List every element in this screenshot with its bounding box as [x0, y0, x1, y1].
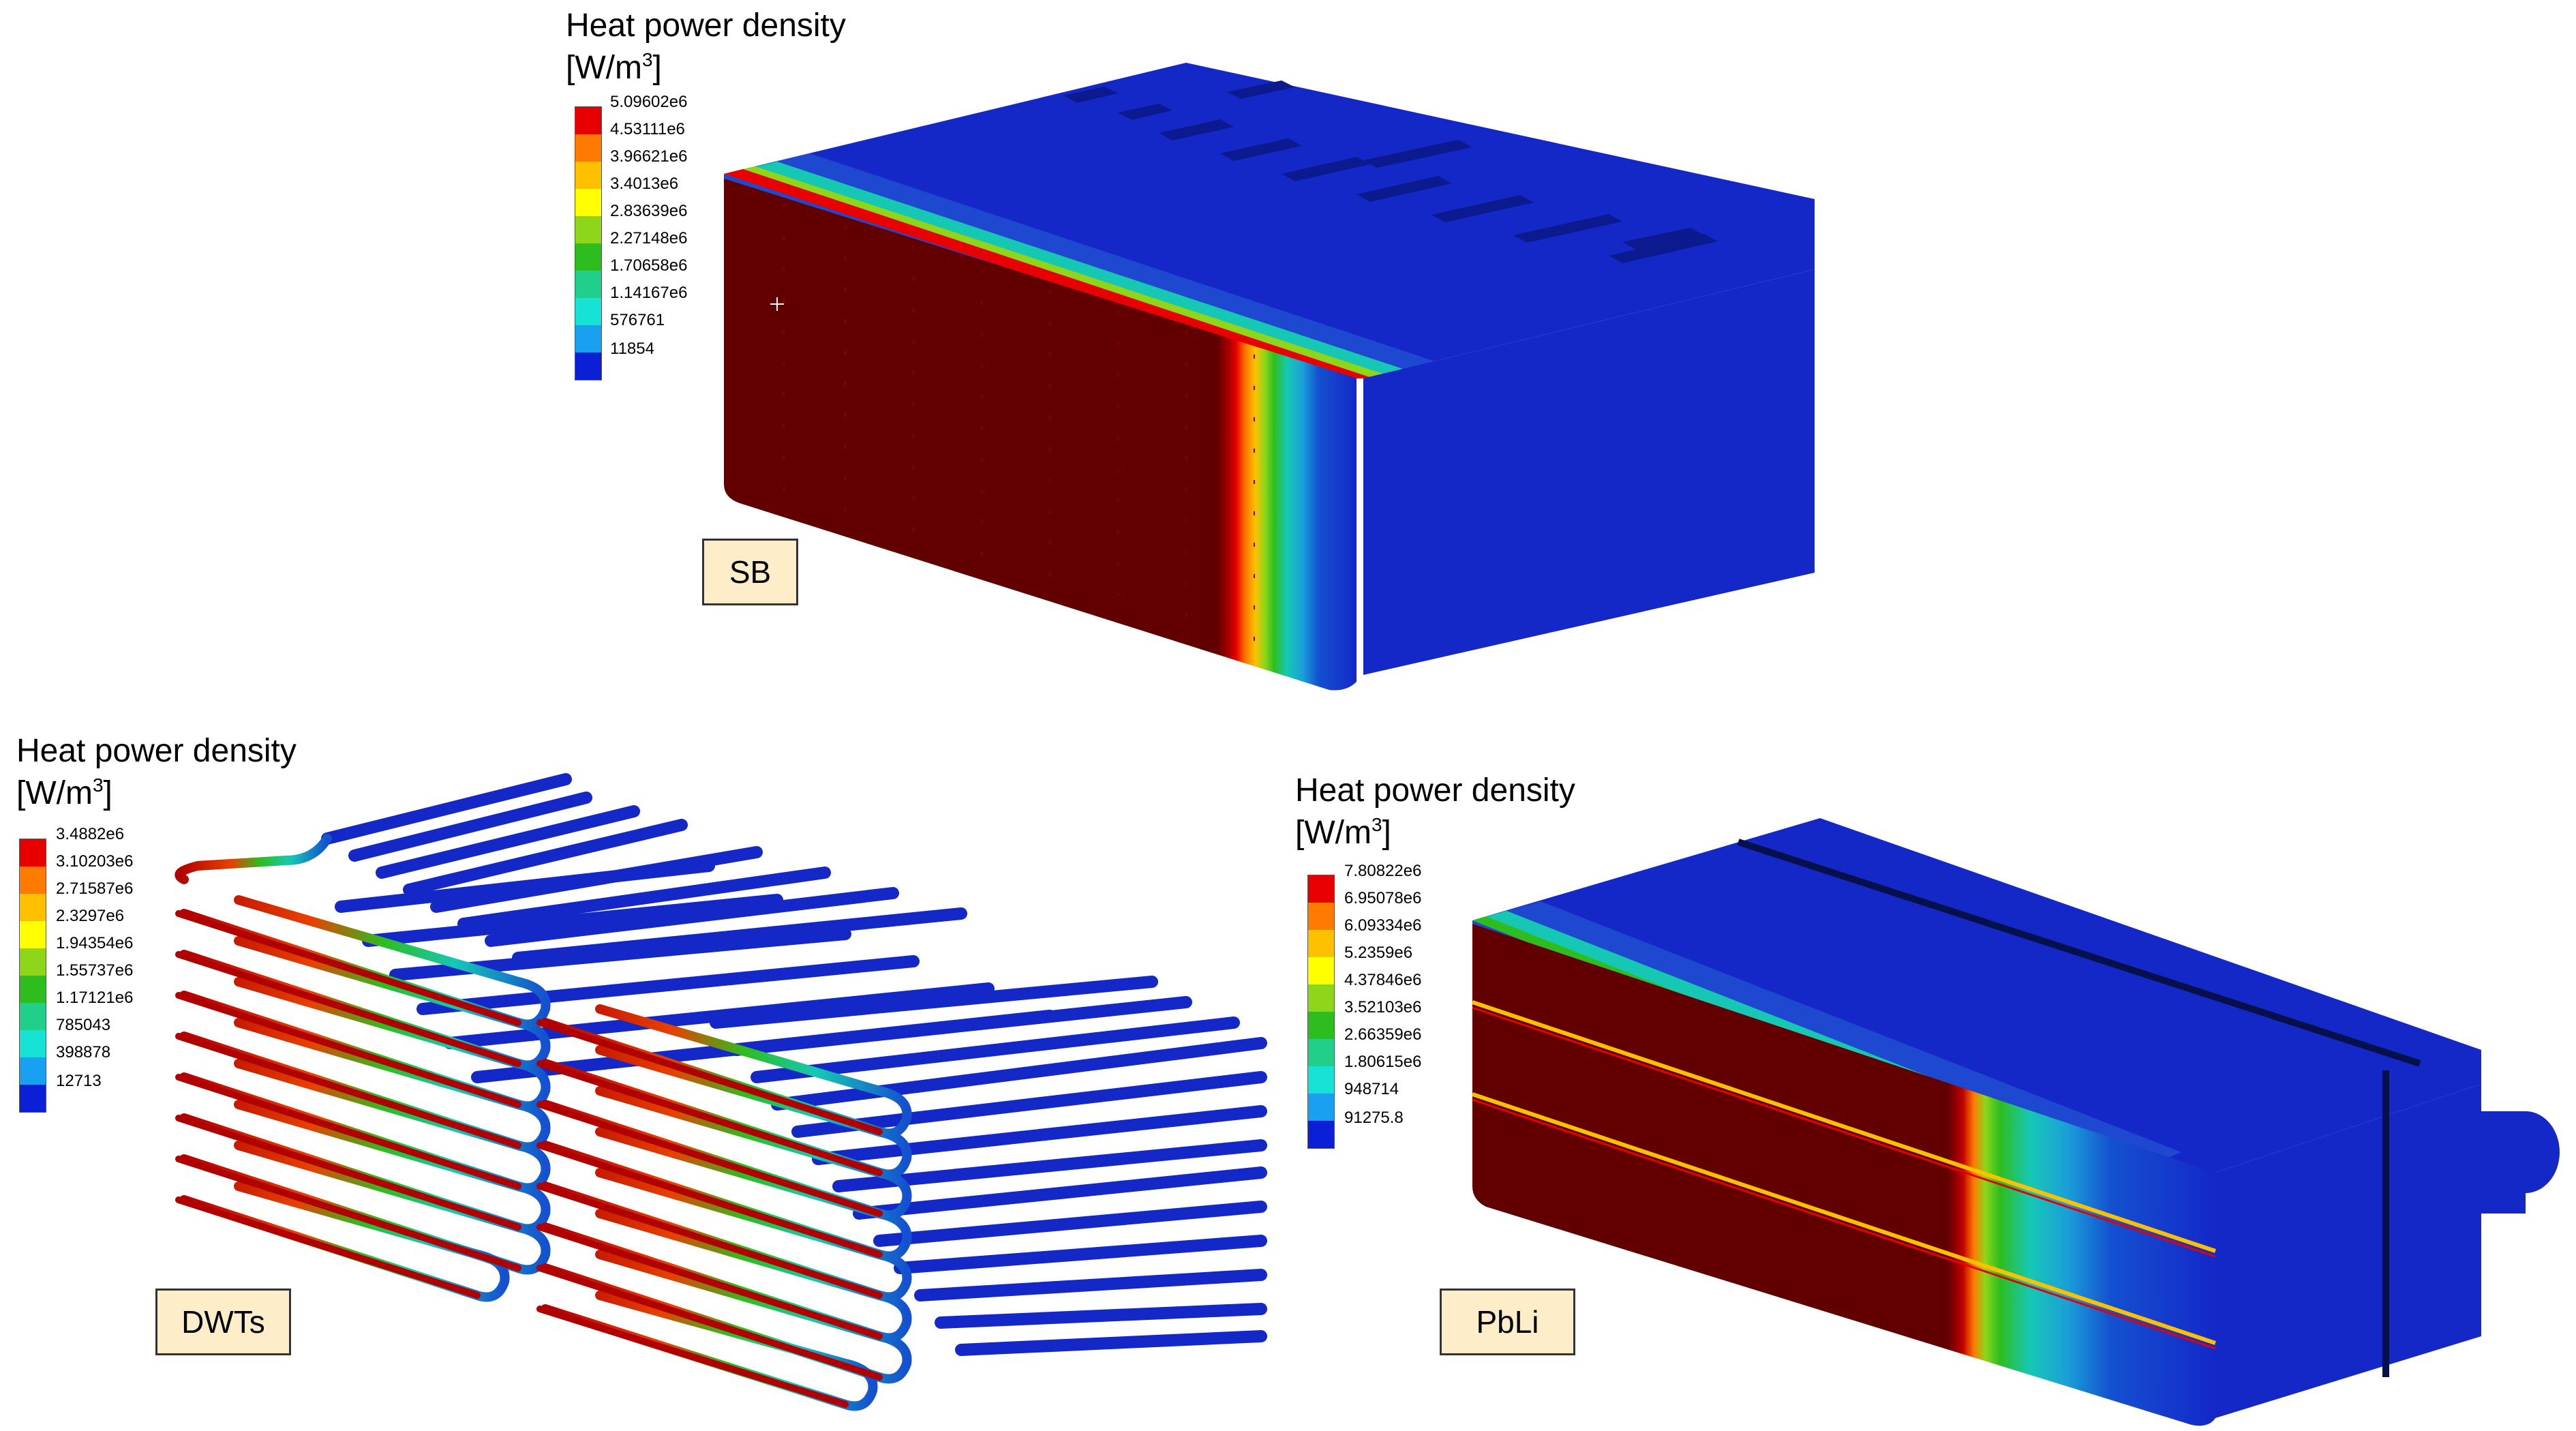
pbli-legend-title: Heat power density — [1295, 772, 1575, 809]
dwts-swatch — [20, 1085, 46, 1112]
pbli-swatch — [1308, 875, 1334, 903]
pbli-model — [1472, 818, 2560, 1426]
dwts-tick-label: 3.10203e6 — [56, 852, 134, 871]
sb-tick-label: 3.4013e6 — [610, 175, 679, 193]
sb-tick-label: 11854 — [610, 340, 654, 358]
dwts-legend-title: Heat power density — [16, 733, 297, 769]
sb-swatch — [575, 243, 601, 271]
sb-tick-label: 4.53111e6 — [610, 120, 685, 138]
sb-swatch — [575, 216, 601, 243]
dwts-tick-label: 785043 — [56, 1016, 111, 1034]
dwts-tick-label: 1.55737e6 — [56, 961, 134, 980]
dwts-swatch — [20, 1057, 46, 1085]
pbli-tick-label: 6.09334e6 — [1344, 916, 1422, 935]
pbli-swatch — [1308, 1121, 1334, 1148]
dwts-model-label: DWTs — [155, 1289, 291, 1355]
pbli-tick-label: 2.66359e6 — [1344, 1025, 1422, 1044]
sb-swatch — [575, 162, 601, 189]
sb-legend-title: Heat power density — [566, 7, 846, 44]
pbli-swatch — [1308, 1094, 1334, 1121]
sb-swatch — [575, 271, 601, 298]
dwts-swatch — [20, 894, 46, 921]
pbli-model-label: PbLi — [1440, 1289, 1575, 1355]
pbli-tick-label: 6.95078e6 — [1344, 889, 1422, 907]
pbli-tick-label: 91275.8 — [1344, 1109, 1404, 1127]
pbli-swatch — [1308, 957, 1334, 984]
dwts-swatch — [20, 839, 46, 867]
dwts-tick-label: 1.94354e6 — [56, 934, 134, 952]
pbli-color-scale — [1307, 875, 1335, 1149]
sb-swatch — [575, 298, 601, 325]
pbli-swatch — [1308, 1012, 1334, 1039]
sb-tick-label: 5.09602e6 — [610, 93, 688, 111]
pbli-swatch — [1308, 930, 1334, 957]
sb-legend-unit: [W/m3] — [566, 49, 662, 86]
dwts-tick-label: 2.71587e6 — [56, 879, 134, 898]
pbli-tick-label: 5.2359e6 — [1344, 944, 1413, 962]
dwts-tick-label: 3.4882e6 — [56, 825, 125, 843]
dwts-swatch — [20, 1003, 46, 1030]
pbli-swatch — [1308, 984, 1334, 1012]
dwts-swatch — [20, 1030, 46, 1057]
pbli-legend-unit: [W/m3] — [1295, 814, 1391, 851]
dwts-swatch — [20, 921, 46, 948]
pbli-tick-label: 948714 — [1344, 1080, 1399, 1098]
sb-model-label: SB — [702, 539, 798, 605]
dwts-tick-label: 1.17121e6 — [56, 989, 134, 1007]
dwts-model — [175, 773, 1267, 1411]
sb-tick-label: 2.27148e6 — [610, 229, 688, 247]
sb-tick-label: 1.70658e6 — [610, 256, 688, 275]
pbli-swatch — [1308, 1066, 1334, 1094]
dwts-tick-label: 12713 — [56, 1072, 102, 1090]
pbli-tick-label: 7.80822e6 — [1344, 862, 1422, 880]
pbli-tick-label: 3.52103e6 — [1344, 998, 1422, 1016]
sb-swatch — [575, 325, 601, 352]
sb-color-scale — [575, 106, 602, 380]
pbli-tick-label: 1.80615e6 — [1344, 1053, 1422, 1071]
dwts-color-scale — [19, 839, 46, 1113]
sb-swatch — [575, 134, 601, 162]
pbli-swatch — [1308, 1039, 1334, 1066]
pbli-swatch — [1308, 903, 1334, 930]
dwts-swatch — [20, 976, 46, 1003]
sb-swatch — [575, 352, 601, 380]
sb-tick-label: 576761 — [610, 311, 665, 329]
dwts-swatch — [20, 867, 46, 894]
sb-tick-label: 2.83639e6 — [610, 202, 688, 220]
dwts-tick-label: 398878 — [56, 1043, 111, 1061]
sb-model — [724, 63, 1815, 691]
sb-tick-label: 1.14167e6 — [610, 284, 688, 302]
dwts-swatch — [20, 948, 46, 976]
sb-tick-label: 3.96621e6 — [610, 147, 688, 166]
dwts-tick-label: 2.3297e6 — [56, 907, 125, 925]
sb-swatch — [575, 107, 601, 134]
sb-swatch — [575, 189, 601, 216]
pbli-tick-label: 4.37846e6 — [1344, 971, 1422, 989]
dwts-legend-unit: [W/m3] — [16, 774, 112, 811]
